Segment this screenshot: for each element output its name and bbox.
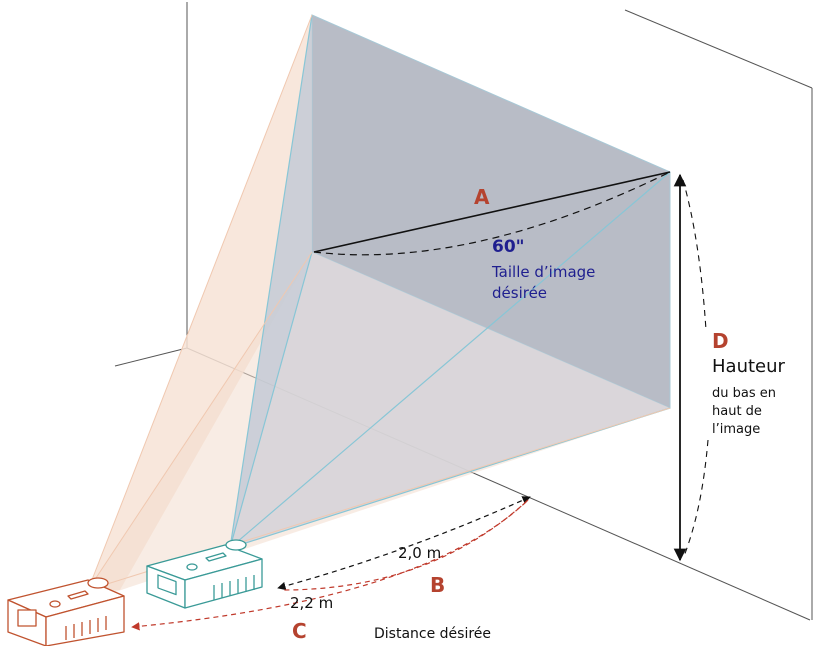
- image-size-label-line1: Taille d’image: [491, 263, 595, 281]
- height-dashed-arc-lower: [683, 439, 709, 557]
- distance-far-arc: [131, 501, 527, 631]
- projector-near-icon: [146, 539, 263, 609]
- height-dashed-arc-upper: [682, 179, 707, 331]
- height-title: Hauteur: [712, 356, 786, 377]
- diagonal-value-label: 60": [492, 237, 525, 257]
- height-desc-line3: l’image: [712, 422, 760, 437]
- distance-near-arc-top: [277, 496, 531, 591]
- image-size-label-line2: désirée: [492, 284, 547, 302]
- distance-caption: Distance désirée: [374, 626, 491, 642]
- floor-left-edge: [114, 347, 188, 367]
- projector-far-icon: [7, 577, 125, 647]
- label-a: A: [474, 185, 490, 209]
- distance-near-label: 2,0 m: [398, 544, 441, 562]
- distance-far-label: 2,2 m: [290, 594, 333, 612]
- screen-diagonal-line: [313, 171, 671, 253]
- label-b: B: [430, 573, 445, 597]
- label-c: C: [292, 619, 307, 643]
- height-desc-line2: haut de: [712, 404, 762, 419]
- diagonal-dashed-arc: [313, 171, 671, 256]
- near-projector-beam-floor: [230, 252, 670, 548]
- height-desc-line1: du bas en: [712, 386, 776, 401]
- right-wall-top-edge: [624, 9, 813, 89]
- label-d: D: [712, 329, 729, 353]
